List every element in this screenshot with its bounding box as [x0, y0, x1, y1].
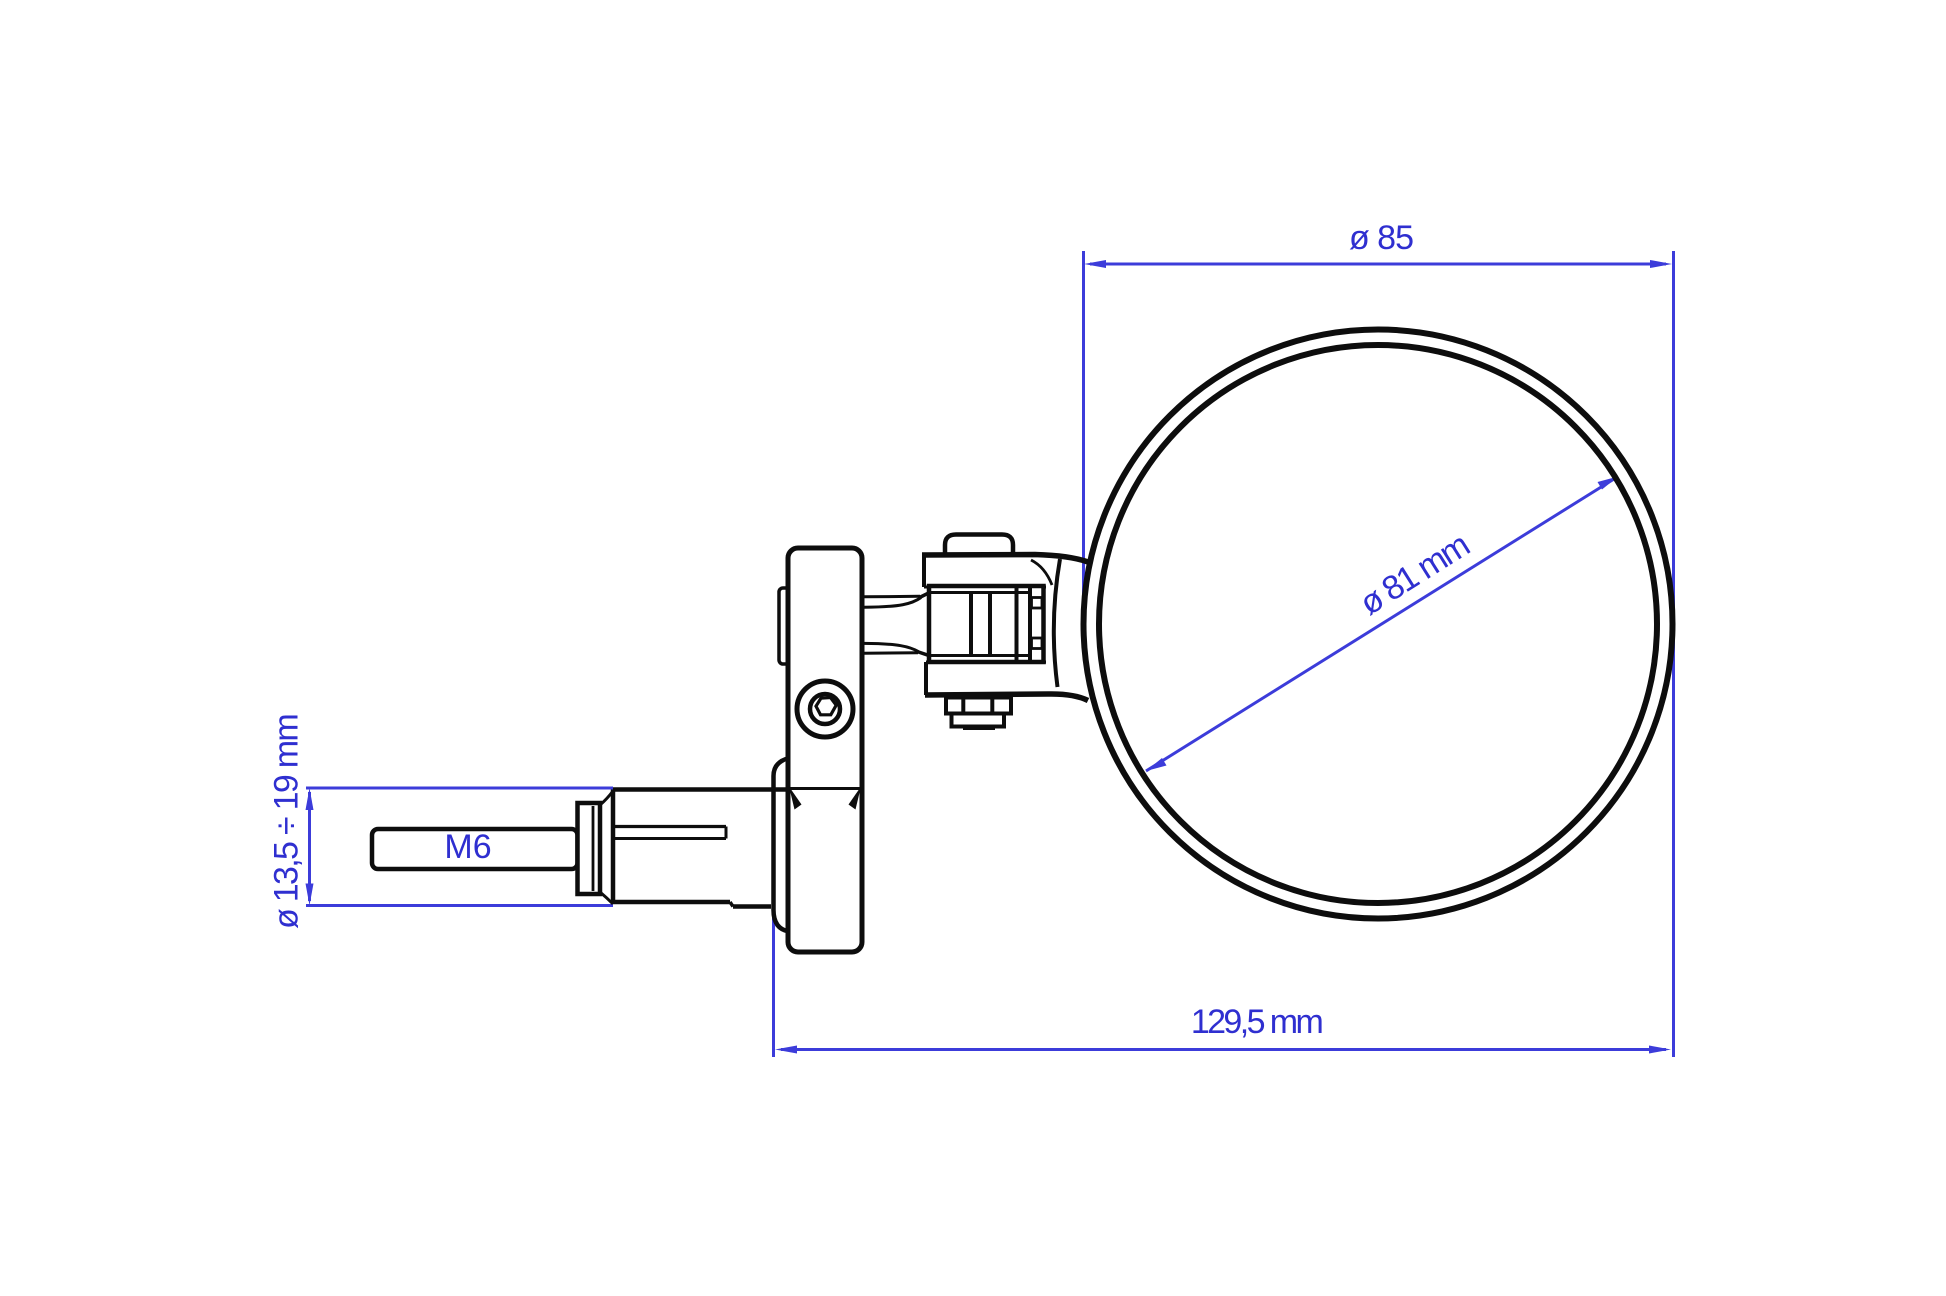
svg-text:ø 13,5 ÷ 19 mm: ø 13,5 ÷ 19 mm [268, 715, 306, 929]
svg-text:M6: M6 [444, 828, 491, 866]
svg-text:129,5 mm: 129,5 mm [1191, 1003, 1323, 1041]
svg-text:ø 85: ø 85 [1349, 219, 1413, 257]
